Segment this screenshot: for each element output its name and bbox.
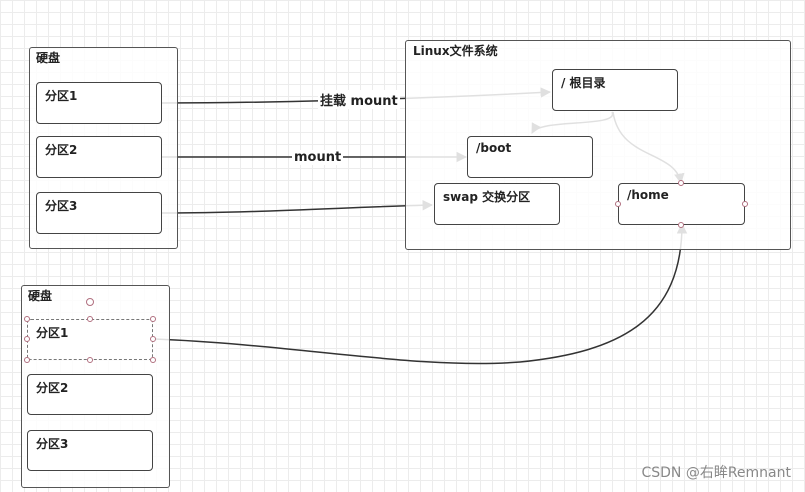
disk-top-title: 硬盘 <box>36 51 61 65</box>
node-swap[interactable]: swap 交换分区 <box>434 183 560 225</box>
disk-top-partition-2[interactable]: 分区2 <box>36 136 162 178</box>
edge-label-mount-1: 挂载 mount <box>318 90 400 109</box>
partition-label: 分区1 <box>45 89 78 103</box>
rotate-handle[interactable] <box>86 298 94 306</box>
partition-label: 分区1 <box>36 326 69 340</box>
partition-label: 分区2 <box>45 143 78 157</box>
partition-label: 分区3 <box>45 199 78 213</box>
disk-bottom-partition-3[interactable]: 分区3 <box>27 430 153 471</box>
connection-point[interactable] <box>615 201 621 207</box>
watermark: CSDN @右眸Remnant <box>641 465 791 481</box>
resize-handle[interactable] <box>150 336 156 342</box>
connection-point[interactable] <box>742 201 748 207</box>
node-boot[interactable]: /boot <box>467 136 593 178</box>
node-root[interactable]: / 根目录 <box>552 69 678 111</box>
linux-fs-title: Linux文件系统 <box>413 44 498 58</box>
node-label: /home <box>627 188 669 202</box>
partition-label: 分区2 <box>36 381 69 395</box>
resize-handle[interactable] <box>87 316 93 322</box>
node-label: / 根目录 <box>561 76 606 90</box>
connection-point[interactable] <box>678 222 684 228</box>
node-home[interactable]: /home <box>618 183 745 225</box>
node-label: /boot <box>476 141 512 155</box>
partition-label: 分区3 <box>36 437 69 451</box>
disk-bottom-title: 硬盘 <box>28 289 53 303</box>
edge-label-mount-2: mount <box>292 150 344 165</box>
edge-bottom-partition1-to-home <box>154 222 688 365</box>
connection-point[interactable] <box>678 180 684 186</box>
resize-handle[interactable] <box>24 316 30 322</box>
resize-handle[interactable] <box>24 336 30 342</box>
edge-partition3-to-swap <box>161 199 434 214</box>
disk-bottom-partition-1[interactable]: 分区1 <box>27 319 153 360</box>
disk-top-partition-1[interactable]: 分区1 <box>36 82 162 124</box>
resize-handle[interactable] <box>150 357 156 363</box>
resize-handle[interactable] <box>24 357 30 363</box>
node-label: swap 交换分区 <box>443 190 531 204</box>
resize-handle[interactable] <box>150 316 156 322</box>
resize-handle[interactable] <box>87 357 93 363</box>
disk-top-partition-3[interactable]: 分区3 <box>36 192 162 234</box>
disk-bottom-partition-2[interactable]: 分区2 <box>27 374 153 415</box>
